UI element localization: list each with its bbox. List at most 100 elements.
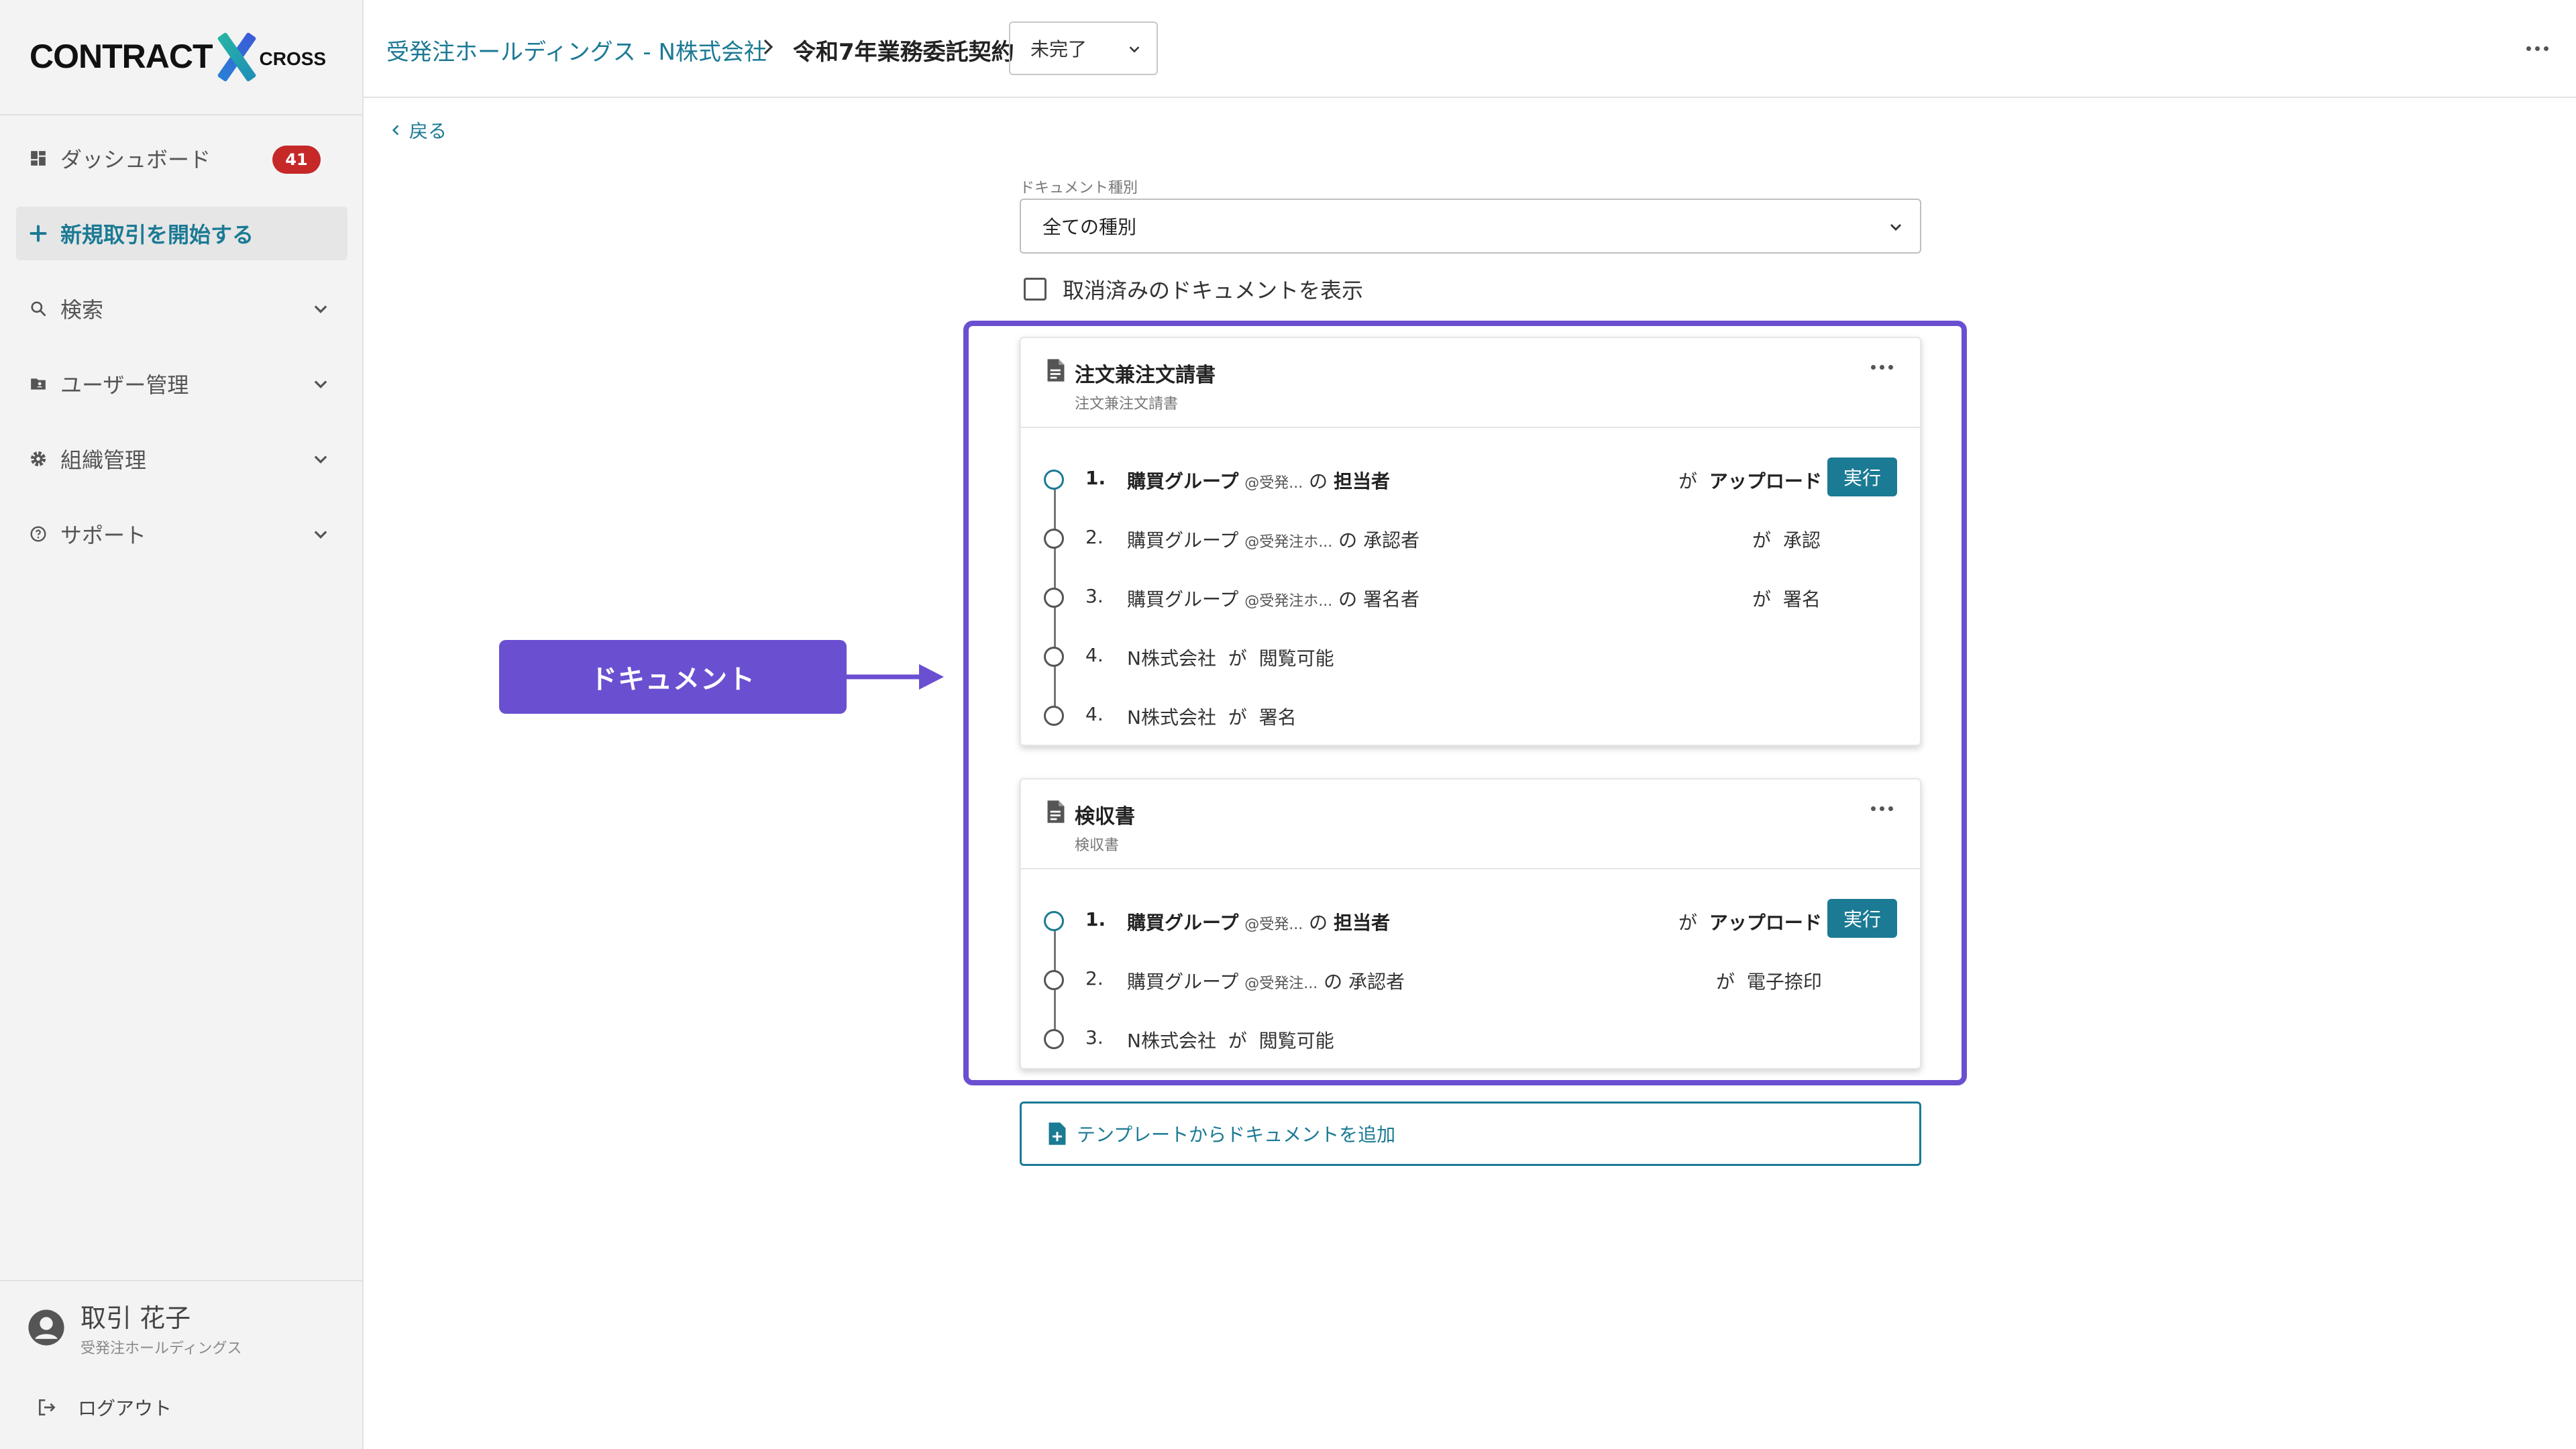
step-action: が アップロード	[1678, 908, 1822, 935]
step-number: 4.	[1085, 644, 1104, 666]
logout-label: ログアウト	[78, 1397, 172, 1419]
action-label: 署名	[1258, 706, 1297, 729]
step-role: 担当者	[1334, 912, 1391, 934]
action-label: アップロード	[1709, 912, 1822, 934]
sidebar-item-organization[interactable]: 組織管理	[16, 432, 347, 486]
step-number: 1.	[1085, 467, 1106, 489]
step-marker	[1044, 970, 1064, 990]
logout-icon	[39, 1399, 56, 1415]
sidebar: CONTRACT CROSS ダッシュボード 41 新規取引を開始する 検索 ユ…	[0, 0, 364, 1449]
step-role: 署名者	[1363, 588, 1420, 610]
document-title: 検収書	[1075, 805, 1135, 828]
show-cancelled-checkbox[interactable]: 取消済みのドキュメントを表示	[1024, 274, 1363, 305]
more-menu-icon[interactable]	[2517, 35, 2557, 62]
user-name: 取引 花子	[80, 1303, 191, 1333]
workflow-step: 3. 購買グループ @受発注ホ... の 署名者 が 署名	[1021, 576, 1920, 616]
particle: の	[1324, 971, 1343, 993]
sidebar-item-user-management[interactable]: ユーザー管理	[16, 357, 347, 411]
checkbox[interactable]	[1024, 278, 1046, 301]
annotation-highlight-box	[963, 321, 1967, 1085]
step-assignee: 購買グループ @受発... の 担当者	[1127, 908, 1390, 935]
chevron-down-icon[interactable]	[311, 374, 330, 393]
back-link[interactable]: 戻る	[389, 117, 447, 144]
chevron-down-icon	[1890, 224, 1901, 231]
step-action: が 電子捺印	[1716, 967, 1822, 994]
step-action: が 署名	[1752, 585, 1821, 612]
workflow-step: 3. N株式会社 が 閲覧可能	[1021, 1017, 1920, 1057]
annotation-label: ドキュメント	[499, 640, 847, 714]
divider	[0, 114, 362, 115]
logout-link[interactable]: ログアウト	[36, 1394, 172, 1421]
step-assignee: 購買グループ @受発注... の 承認者	[1127, 967, 1405, 994]
workflow-step: 1. 購買グループ @受発... の 担当者 が アップロード 実行	[1021, 458, 1920, 498]
sidebar-item-dashboard[interactable]: ダッシュボード 41	[16, 131, 347, 185]
chevron-down-icon[interactable]	[311, 299, 330, 318]
document-subtitle: 検収書	[1075, 837, 1120, 854]
group-org: @受発注...	[1244, 975, 1318, 992]
step-number: 4.	[1085, 703, 1104, 725]
breadcrumb-link[interactable]: 受発注ホールディングス - N株式会社	[386, 39, 767, 66]
logo-x-mark	[214, 34, 258, 78]
user-profile[interactable]: 取引 花子 受発注ホールディングス	[27, 1303, 241, 1358]
chevron-down-icon[interactable]	[311, 525, 330, 543]
particle: が	[1678, 912, 1698, 934]
chevron-right-icon	[763, 39, 773, 55]
step-number: 2.	[1085, 526, 1104, 548]
step-marker	[1044, 647, 1064, 667]
step-assignee: N株式会社 が 署名	[1127, 703, 1297, 730]
app-logo[interactable]: CONTRACT CROSS	[30, 35, 326, 78]
user-organization: 受発注ホールディングス	[80, 1340, 242, 1357]
chevron-left-icon	[392, 125, 399, 136]
sidebar-item-search[interactable]: 検索	[16, 282, 347, 335]
document-title: 注文兼注文請書	[1075, 364, 1216, 387]
logo-text: CONTRACT	[30, 38, 213, 75]
back-label: 戻る	[409, 120, 447, 142]
company-name: N株式会社	[1127, 706, 1216, 729]
sidebar-item-support[interactable]: サポート	[16, 507, 347, 561]
logo-subtext: CROSS	[259, 48, 327, 69]
sidebar-item-new-deal[interactable]: 新規取引を開始する	[16, 207, 347, 260]
execute-button[interactable]: 実行	[1827, 899, 1897, 938]
help-icon	[28, 524, 48, 544]
doc-type-label: ドキュメント種別	[1020, 180, 1138, 197]
step-marker	[1044, 1029, 1064, 1049]
company-name: N株式会社	[1127, 647, 1216, 669]
step-marker-active	[1044, 911, 1064, 931]
step-action: が 承認	[1752, 526, 1821, 553]
action-label: 電子捺印	[1746, 971, 1822, 993]
chevron-down-icon[interactable]	[311, 449, 330, 468]
status-select[interactable]: 未完了	[1009, 21, 1158, 75]
particle: の	[1309, 470, 1328, 492]
group-org: @受発注ホ...	[1244, 534, 1333, 551]
sidebar-item-label: ダッシュボード	[60, 147, 211, 172]
company-name: N株式会社	[1127, 1030, 1216, 1052]
status-value: 未完了	[1030, 38, 1087, 60]
more-menu-icon[interactable]	[1871, 806, 1893, 811]
add-from-template-button[interactable]: テンプレートからドキュメントを追加	[1020, 1102, 1921, 1166]
workflow-step: 4. N株式会社 が 閲覧可能	[1021, 635, 1920, 675]
document-card: 検収書 検収書 1. 購買グループ @受発... の 担当者 が アップロード …	[1020, 778, 1921, 1069]
group-org: @受発...	[1244, 916, 1303, 933]
group-name: 購買グループ	[1127, 912, 1239, 934]
more-menu-icon[interactable]	[1871, 365, 1893, 370]
add-document-icon	[1049, 1122, 1066, 1145]
chevron-down-icon	[1129, 46, 1140, 53]
particle: の	[1309, 912, 1328, 934]
step-number: 3.	[1085, 1026, 1104, 1049]
document-icon	[1047, 359, 1065, 382]
doc-type-select[interactable]: 全ての種別	[1020, 199, 1921, 254]
page-title: 令和7年業務委託契約	[793, 39, 1014, 66]
group-org: @受発注ホ...	[1244, 593, 1333, 610]
step-role: 承認者	[1348, 971, 1405, 993]
action-label: 閲覧可能	[1258, 647, 1334, 669]
particle: が	[1716, 971, 1735, 993]
particle: が	[1678, 470, 1698, 492]
document-card-header: 注文兼注文請書 注文兼注文請書	[1021, 338, 1920, 428]
group-org: @受発...	[1244, 475, 1303, 492]
workflow-step: 1. 購買グループ @受発... の 担当者 が アップロード 実行	[1021, 899, 1920, 939]
execute-button[interactable]: 実行	[1827, 458, 1897, 496]
arrow-right-icon	[847, 664, 944, 690]
plus-icon	[28, 223, 48, 244]
document-icon	[1047, 800, 1065, 823]
step-number: 3.	[1085, 585, 1104, 607]
